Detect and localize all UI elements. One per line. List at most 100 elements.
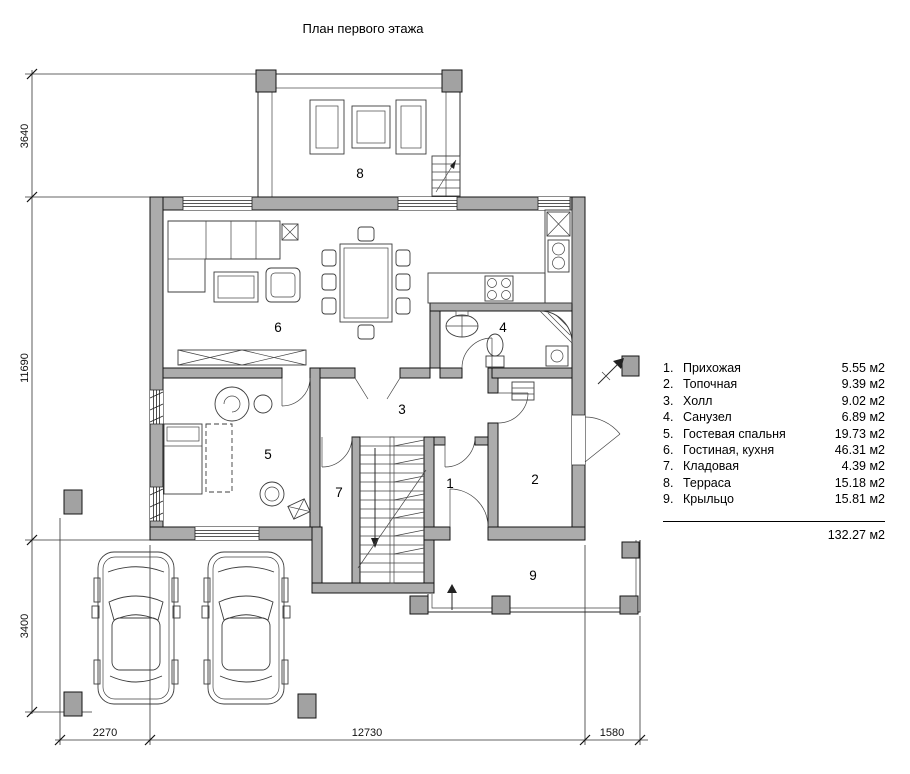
legend-num: 9. (663, 492, 674, 507)
door (461, 337, 493, 369)
terrace-column (441, 69, 463, 93)
dining-chairs (321, 226, 411, 340)
carport-post (63, 691, 83, 717)
porch-column (491, 595, 511, 615)
reading-chair (259, 481, 285, 507)
exterior-door-opening (572, 414, 621, 466)
armchair (265, 267, 301, 303)
legend-name: Гостевая спальня (683, 426, 786, 441)
kitchen (427, 209, 573, 304)
legend-row-8: 8. Терраса 15.18 м2 (663, 475, 885, 491)
bathroom-sink (445, 310, 479, 338)
dimension-chain-left: 3640 11690 3400 (19, 68, 256, 718)
double-door-opening (354, 377, 401, 400)
room-label-1: 1 (446, 476, 454, 491)
ceiling-symbol (281, 223, 299, 241)
room-label-5: 5 (264, 447, 272, 462)
room-label-9: 9 (529, 568, 537, 583)
side-column (621, 355, 640, 377)
windows (149, 197, 621, 540)
legend-row-4: 4. Санузел 6.89 м2 (663, 409, 885, 425)
legend-name: Крыльцо (683, 492, 734, 507)
legend-num: 3. (663, 393, 674, 408)
legend-total-divider (663, 520, 885, 522)
terrace-column (255, 69, 277, 93)
legend-name: Кладовая (683, 459, 739, 474)
legend-name: Санузел (683, 410, 732, 425)
fridge (546, 211, 571, 237)
door (449, 488, 489, 528)
legend-name: Гостиная, кухня (683, 443, 775, 458)
legend-area: 15.18 м2 (834, 475, 885, 490)
doors (281, 337, 529, 528)
legend-row-9: 9. Крыльцо 15.81 м2 (663, 491, 885, 507)
room-label-4: 4 (499, 320, 507, 335)
legend-name: Терраса (683, 475, 731, 490)
legend-name: Прихожая (683, 361, 741, 375)
porch-column (409, 595, 429, 615)
legend-num: 4. (663, 410, 674, 425)
legend-row-5: 5. Гостевая спальня 19.73 м2 (663, 426, 885, 442)
dim-bottom-12730: 12730 (352, 727, 383, 739)
carport-post (297, 693, 317, 719)
wardrobe (205, 423, 233, 493)
desk-chair (253, 394, 273, 414)
legend-area: 5.55 м2 (841, 361, 885, 375)
dim-bottom-2270: 2270 (93, 727, 117, 739)
dim-left-3400: 3400 (19, 614, 31, 638)
legend-area: 19.73 м2 (834, 426, 885, 441)
legend-area: 15.81 м2 (834, 492, 885, 507)
legend-row-3: 3. Холл 9.02 м2 (663, 393, 885, 409)
bathroom (445, 310, 573, 368)
room-label-3: 3 (398, 402, 406, 417)
car (201, 551, 291, 705)
porch-column (621, 541, 640, 559)
dim-left-3640: 3640 (19, 124, 31, 148)
room-legend: 1. Прихожая 5.55 м2 2. Топочная 9.39 м2 … (663, 360, 885, 543)
room-label-7: 7 (335, 485, 343, 500)
door (444, 436, 476, 468)
legend-num: 8. (663, 475, 674, 490)
legend-area: 9.02 м2 (841, 393, 885, 408)
entry-direction-arrow (447, 584, 457, 610)
tv-cabinet (177, 349, 307, 366)
stove (484, 275, 514, 302)
dim-bottom-1580: 1580 (600, 727, 624, 739)
staircase (357, 436, 427, 584)
window (149, 389, 164, 425)
corner-shower (539, 310, 573, 344)
legend-name: Топочная (683, 377, 738, 392)
coffee-table (213, 271, 259, 303)
kitchen-sink (547, 239, 570, 273)
room-label-2: 2 (531, 472, 539, 487)
car (91, 551, 181, 705)
porch (409, 540, 641, 615)
legend-num: 6. (663, 443, 674, 458)
room-label-6: 6 (274, 320, 282, 335)
legend-row-2: 2. Топочная 9.39 м2 (663, 376, 885, 392)
window (194, 527, 260, 540)
legend-row-6: 6. Гостиная, кухня 46.31 м2 (663, 442, 885, 458)
boiler (511, 381, 535, 401)
desk-table (214, 386, 250, 422)
door (281, 377, 311, 407)
legend-num: 2. (663, 377, 674, 392)
window (182, 197, 253, 210)
legend-num: 1. (663, 361, 674, 375)
terrace-furniture (309, 99, 427, 155)
door (321, 436, 353, 468)
legend-row-7: 7. Кладовая 4.39 м2 (663, 458, 885, 474)
legend-total-area: 132.27 м2 (827, 527, 885, 542)
washing-machine (545, 345, 569, 367)
room-label-8: 8 (356, 166, 364, 181)
dimension-chain-bottom: 2270 12730 1580 (54, 518, 648, 746)
bedroom-furniture (163, 386, 311, 520)
door (497, 392, 529, 424)
legend-row-1: 1. Прихожая 5.55 м2 (663, 360, 885, 376)
porch-column (619, 595, 639, 615)
legend-num: 7. (663, 459, 674, 474)
legend-name: Холл (683, 393, 713, 408)
terrace-steps (431, 155, 461, 197)
